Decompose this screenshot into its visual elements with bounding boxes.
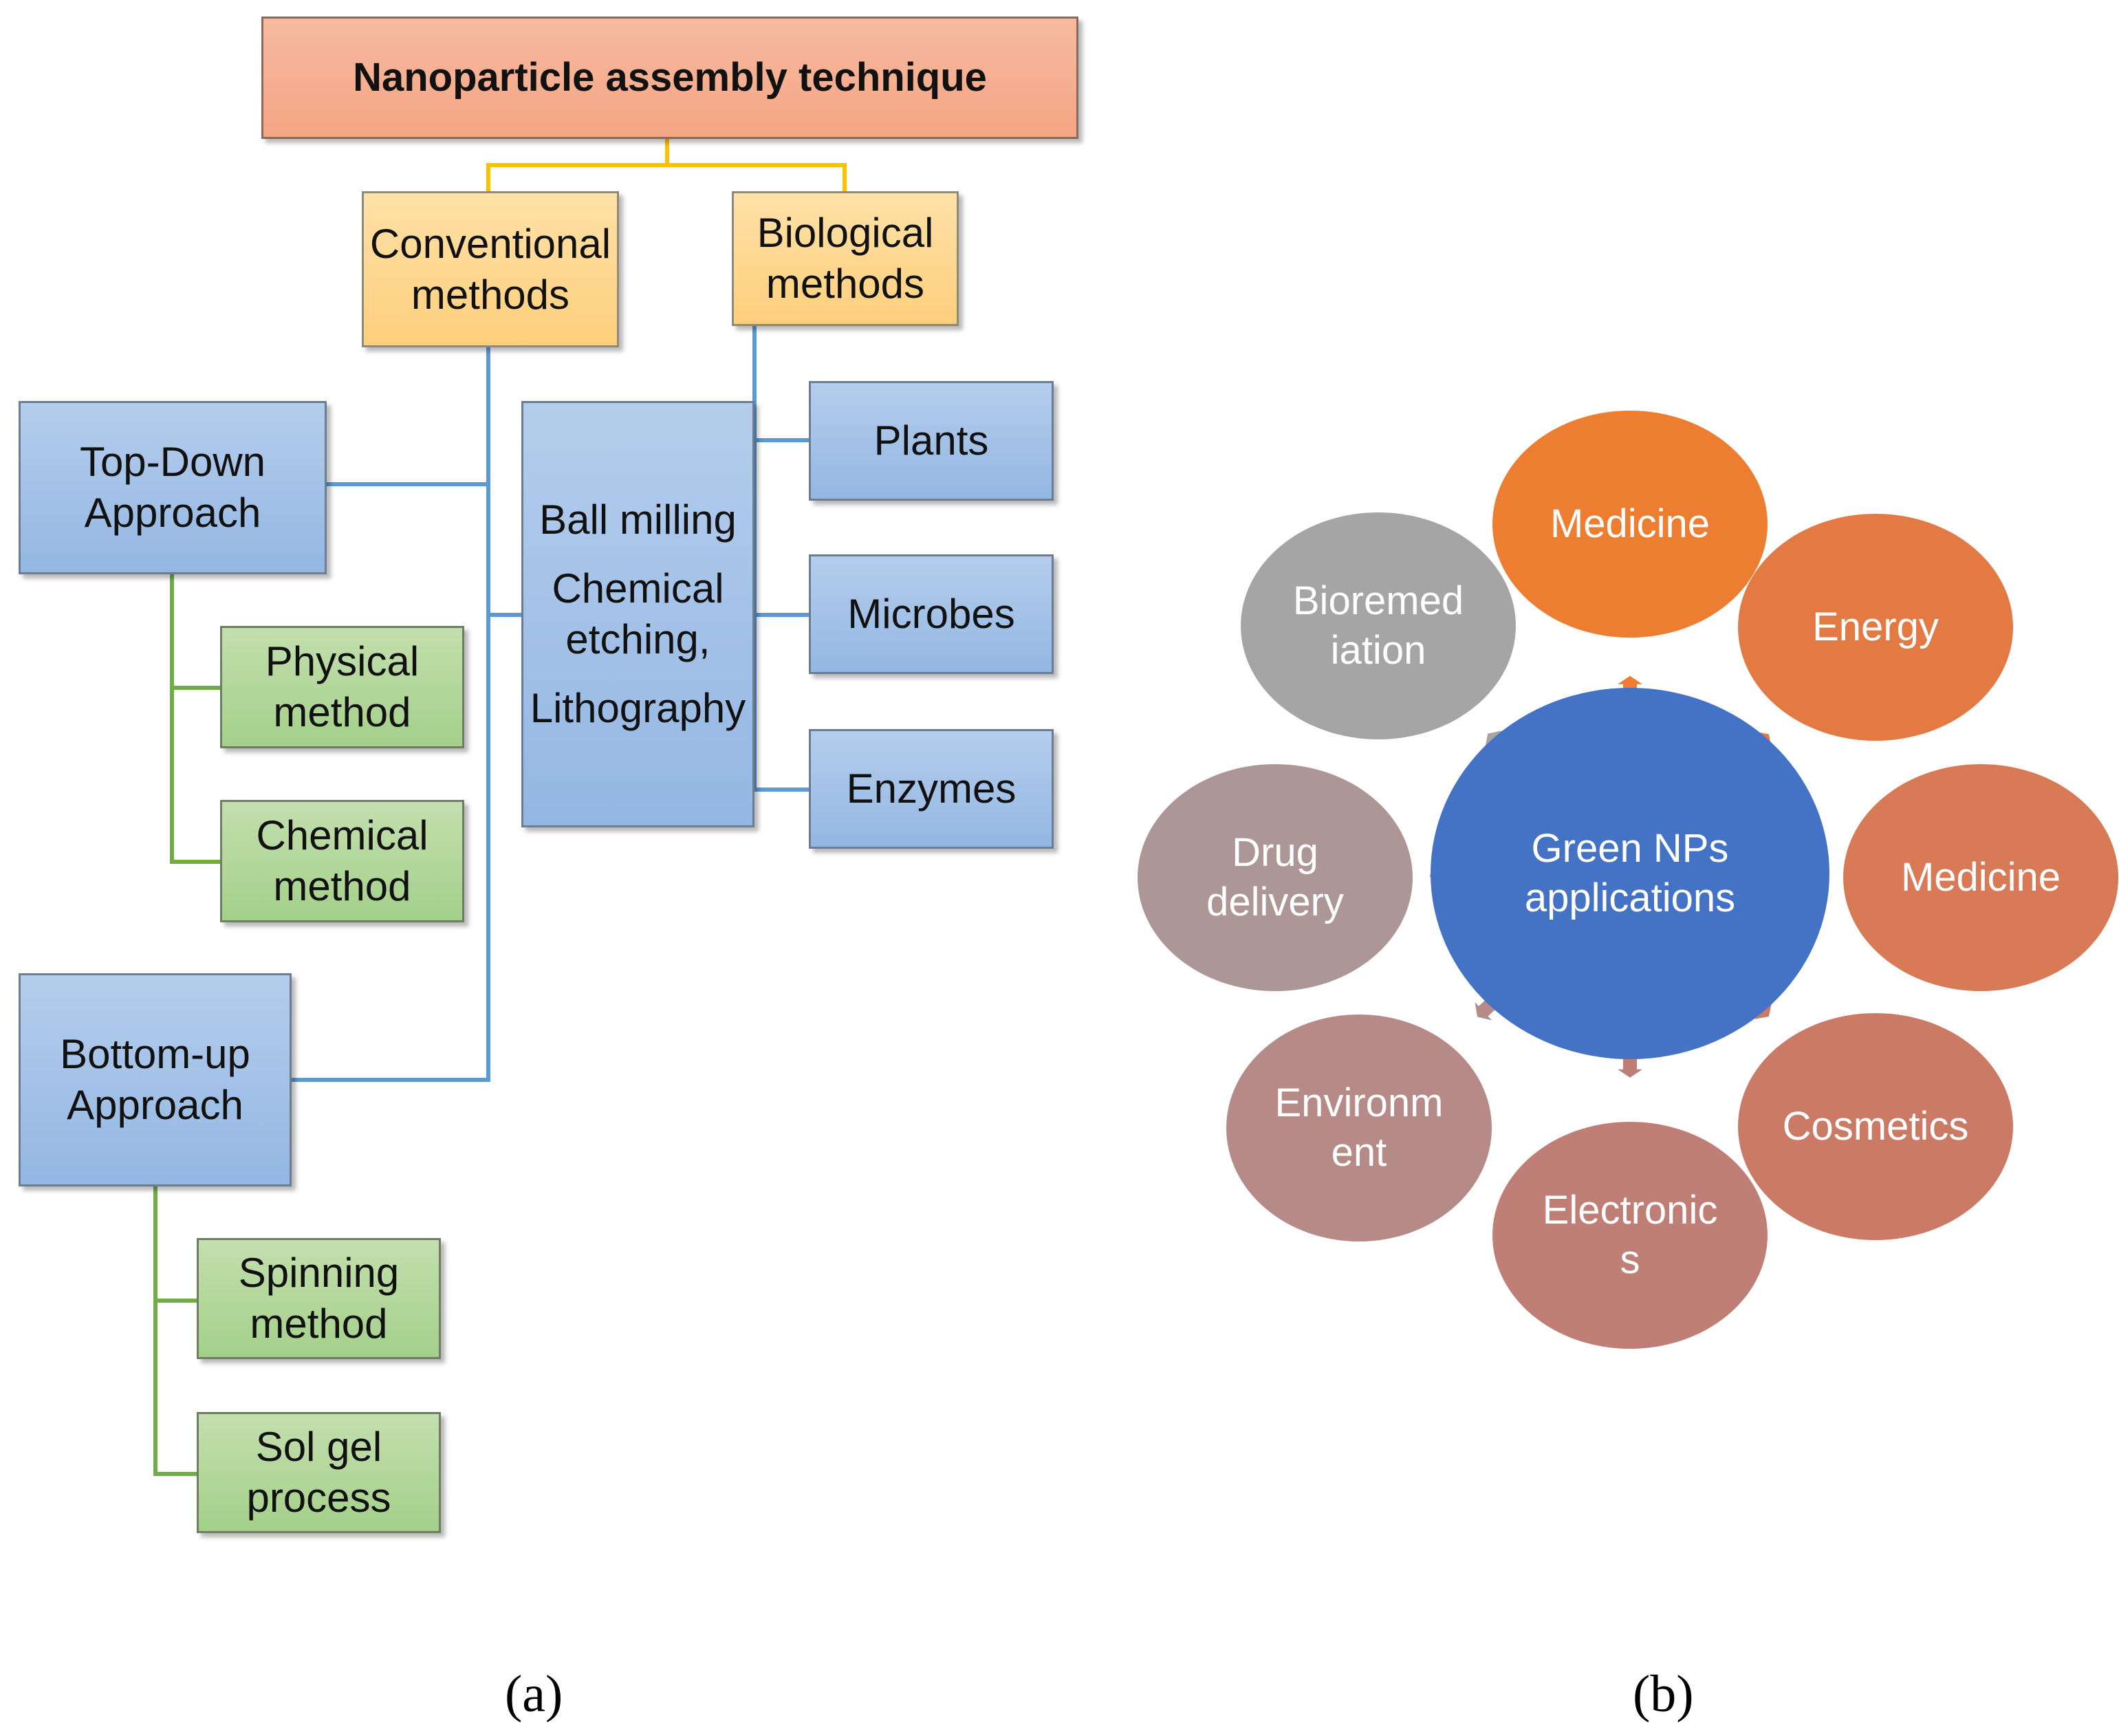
chemical-method-box: Chemical method [220, 800, 464, 922]
sol-gel-line-1: Sol gel [255, 1424, 382, 1471]
plants-text: Plants [873, 417, 989, 464]
application-node-label: s [1620, 1237, 1640, 1282]
enzymes-box: Enzymes [809, 729, 1054, 849]
spinning-line-1: Spinning [238, 1250, 400, 1296]
sol-gel-process-box: Sol gel process [197, 1412, 441, 1533]
center-line-2: applications [1524, 876, 1736, 920]
sol-gel-line-2: process [246, 1475, 391, 1521]
top-down-line-1: Top-Down [79, 439, 266, 486]
center-circle: Green NPs applications [1431, 688, 1829, 1059]
application-node: Energy [1738, 514, 2013, 741]
spinning-line-2: method [250, 1301, 388, 1347]
chemical-line-2: method [273, 863, 411, 909]
techniques-box: Ball milling Chemical etching, Lithograp… [521, 401, 754, 827]
arrow-icon [1618, 1055, 1642, 1078]
conventional-methods-box: Conventional methods [362, 191, 619, 347]
bottom-up-approach-box: Bottom-up Approach [19, 973, 292, 1186]
title-text: Nanoparticle assembly technique [353, 55, 987, 100]
center-line-1: Green NPs [1531, 825, 1729, 871]
application-node: Environm ent [1226, 1015, 1492, 1241]
title-box: Nanoparticle assembly technique [261, 17, 1078, 139]
top-down-line-2: Approach [84, 490, 261, 536]
enzymes-text: Enzymes [846, 766, 1017, 812]
application-node-label: Energy [1812, 604, 1939, 649]
chemical-line-1: Chemical [256, 812, 428, 859]
microbes-box: Microbes [809, 554, 1054, 674]
application-node-label: Electronic [1542, 1187, 1718, 1233]
connector-conventional-spine [292, 347, 490, 1082]
panel-a-label: (a) [505, 1665, 563, 1723]
application-node: Medicine [1492, 411, 1768, 638]
conventional-line-1: Conventional [369, 220, 611, 267]
connector-top-down-children [170, 574, 220, 864]
application-node-label: ent [1331, 1130, 1387, 1175]
technique-chemical: Chemical [552, 565, 724, 612]
connector-title-biological [667, 163, 847, 191]
application-node-label: Medicine [1550, 501, 1710, 546]
application-node: Medicine [1843, 764, 2118, 991]
application-node: Bioremed iation [1241, 512, 1516, 739]
biological-line-2: methods [765, 261, 925, 307]
biological-methods-box: Biological methods [732, 191, 959, 326]
spinning-method-box: Spinning method [197, 1238, 441, 1359]
top-down-approach-box: Top-Down Approach [19, 401, 327, 574]
application-node-label: Medicine [1900, 854, 2061, 900]
connector-title-conventional [486, 139, 669, 191]
application-node: Cosmetics [1738, 1013, 2013, 1240]
biological-line-1: Biological [757, 210, 934, 257]
conventional-line-2: methods [411, 271, 570, 318]
technique-etching: etching, [565, 616, 710, 662]
application-node-label: delivery [1206, 880, 1344, 924]
microbes-text: Microbes [847, 591, 1015, 638]
application-node-label: Cosmetics [1782, 1103, 1969, 1149]
technique-lithography: Lithography [530, 684, 746, 731]
plants-box: Plants [809, 381, 1054, 501]
technique-ball-milling: Ball milling [539, 497, 737, 543]
physical-method-box: Physical method [220, 626, 464, 748]
application-node-label: Environm [1274, 1080, 1444, 1125]
connector-bottom-up-children [153, 1186, 197, 1476]
panel-b-label: (b) [1633, 1665, 1694, 1723]
bottom-up-line-1: Bottom-up [60, 1031, 250, 1078]
application-node-label: Bioremed [1292, 578, 1464, 623]
bottom-up-line-2: Approach [67, 1082, 243, 1128]
physical-line-2: method [273, 689, 411, 735]
application-node: Drug delivery [1138, 764, 1413, 991]
application-node-label: Drug [1232, 829, 1318, 875]
physical-line-1: Physical [265, 638, 420, 685]
application-node-label: iation [1330, 628, 1426, 673]
